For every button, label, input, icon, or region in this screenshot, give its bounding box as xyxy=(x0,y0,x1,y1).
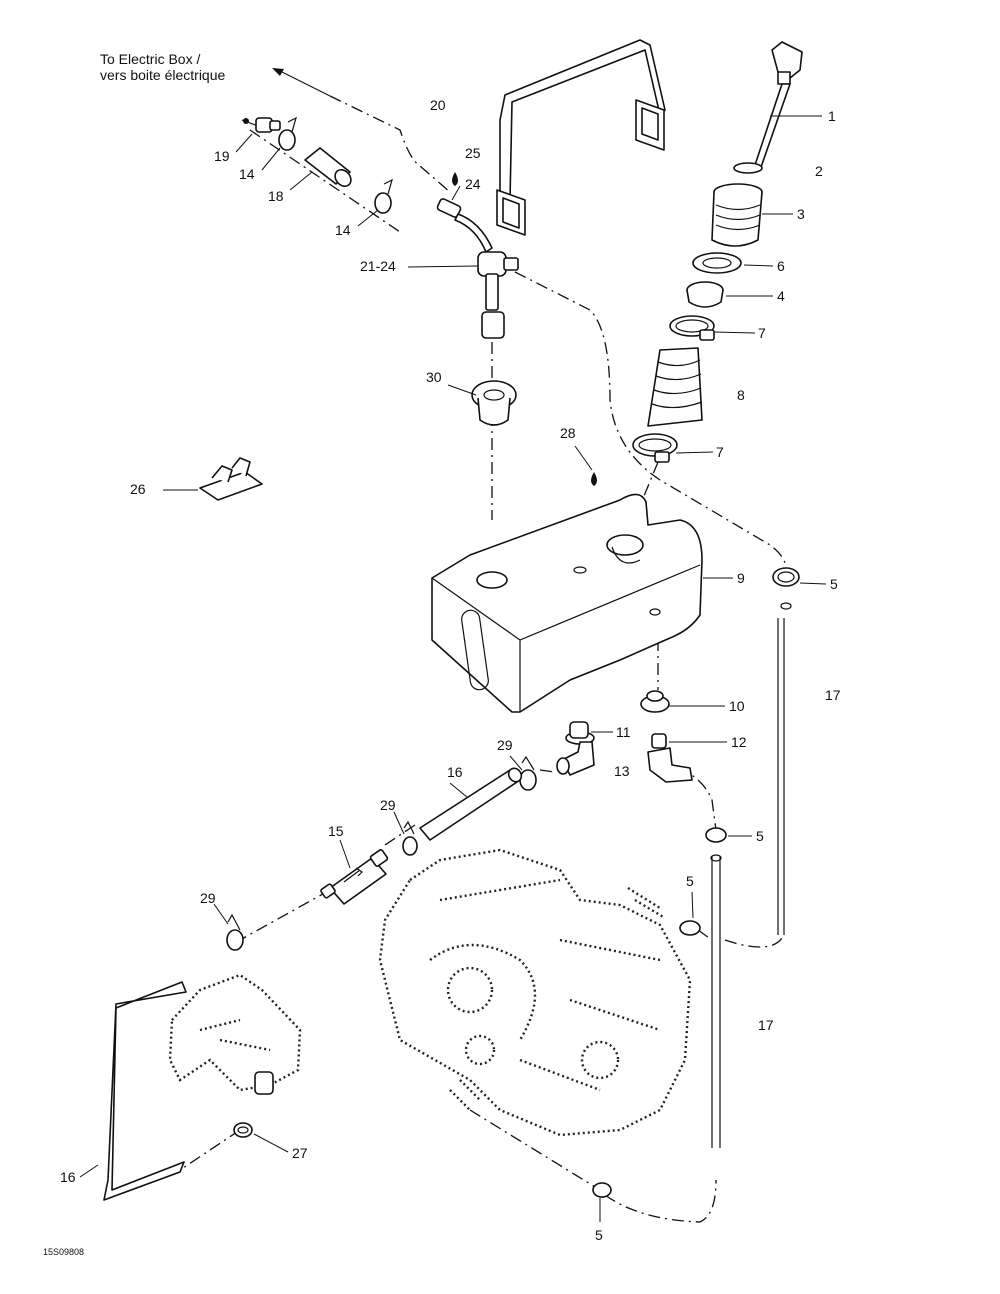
tee-fitting-21-24 xyxy=(477,251,519,311)
clamp-29-lower xyxy=(226,913,244,951)
callout-17-lower: 17 xyxy=(758,1017,774,1033)
callout-9: 9 xyxy=(737,570,745,586)
callout-17-upper: 17 xyxy=(825,687,841,703)
callout-29-middle: 29 xyxy=(380,797,396,813)
callout-19: 19 xyxy=(214,148,230,164)
callout-labels: 1 2 3 6 4 7 8 7 9 5 17 10 11 12 13 5 5 1… xyxy=(60,97,841,1243)
clamp-7-lower xyxy=(632,433,678,463)
clamp-5-tank xyxy=(772,567,800,610)
callout-1: 1 xyxy=(828,108,836,124)
callout-16-upper: 16 xyxy=(447,764,463,780)
clamp-7-upper xyxy=(669,315,715,341)
callout-leaders xyxy=(79,115,827,1222)
clamp-14-upper xyxy=(278,116,297,151)
vent-hose-18 xyxy=(304,147,352,188)
filler-hose-8 xyxy=(647,347,703,427)
clamp-5-bottom xyxy=(592,1182,612,1198)
callout-26: 26 xyxy=(130,481,146,497)
callout-15: 15 xyxy=(328,823,344,839)
callout-28: 28 xyxy=(560,425,576,441)
callout-14-upper: 14 xyxy=(239,166,255,182)
callout-21-24: 21-24 xyxy=(360,258,396,274)
callout-29-upper: 29 xyxy=(497,737,513,753)
drawing-code: 15S09808 xyxy=(43,1247,84,1257)
fuel-pipe-bracket xyxy=(496,39,666,236)
callout-2: 2 xyxy=(815,163,823,179)
filler-cap-1 xyxy=(733,41,803,174)
arrow-to-electric-box xyxy=(272,68,331,97)
callout-6: 6 xyxy=(777,258,785,274)
fitting-block xyxy=(481,311,505,339)
grommet-10 xyxy=(640,690,670,713)
drop-icon xyxy=(452,172,458,186)
callout-24: 24 xyxy=(465,176,481,192)
callout-5-bottom: 5 xyxy=(595,1227,603,1243)
hose-16-upper xyxy=(419,767,523,841)
callout-30: 30 xyxy=(426,369,442,385)
callout-5-pump: 5 xyxy=(756,828,764,844)
fuel-filter-15 xyxy=(320,849,389,905)
callout-13: 13 xyxy=(614,763,630,779)
hose-16-lower xyxy=(103,981,187,1201)
callout-18: 18 xyxy=(268,188,284,204)
note-line-2: vers boite électrique xyxy=(100,67,226,83)
grommet-30 xyxy=(471,380,517,426)
oil-tank-9 xyxy=(431,493,703,713)
drop-icon-28 xyxy=(591,472,597,486)
callout-5-tank: 5 xyxy=(830,576,838,592)
callout-29-lower: 29 xyxy=(200,890,216,906)
callout-4: 4 xyxy=(777,288,785,304)
callout-27: 27 xyxy=(292,1145,308,1161)
callout-11: 11 xyxy=(616,724,631,740)
elbow-13-right xyxy=(647,747,693,783)
callout-25: 25 xyxy=(465,145,481,161)
note-line-1: To Electric Box / xyxy=(100,51,200,67)
callout-7-lower: 7 xyxy=(716,444,724,460)
callout-20: 20 xyxy=(430,97,446,113)
callout-7-upper: 7 xyxy=(758,325,766,341)
fitting-12 xyxy=(651,733,667,749)
engine-outline xyxy=(378,848,692,1137)
vent-tube-17-lower xyxy=(711,856,721,1148)
clamp-14-lower xyxy=(374,178,393,214)
clamp-5-engine xyxy=(627,886,701,936)
callout-3: 3 xyxy=(797,206,805,222)
callout-8: 8 xyxy=(737,387,745,403)
vent-valve xyxy=(241,117,281,133)
clamp-29-middle xyxy=(402,820,418,856)
assembly-centerlines xyxy=(179,95,787,1223)
callout-5-engine: 5 xyxy=(686,873,694,889)
vent-tube-17-upper xyxy=(777,618,785,935)
clamp-5-pump xyxy=(705,827,727,862)
elbow-13-left xyxy=(556,741,595,776)
callout-10: 10 xyxy=(729,698,745,714)
callout-12: 12 xyxy=(731,734,747,750)
filler-neck-3 xyxy=(711,183,763,247)
callout-16-lower: 16 xyxy=(60,1169,76,1185)
fitting-11 xyxy=(565,721,595,745)
clamp-29-upper xyxy=(519,755,537,791)
gasket-6 xyxy=(692,252,742,274)
callout-14-lower: 14 xyxy=(335,222,351,238)
clamp-27 xyxy=(233,1122,253,1138)
oil-pump-outline xyxy=(168,973,302,1095)
fitting-24 xyxy=(436,198,493,253)
nut-4 xyxy=(686,281,724,308)
clip-26 xyxy=(199,457,263,501)
